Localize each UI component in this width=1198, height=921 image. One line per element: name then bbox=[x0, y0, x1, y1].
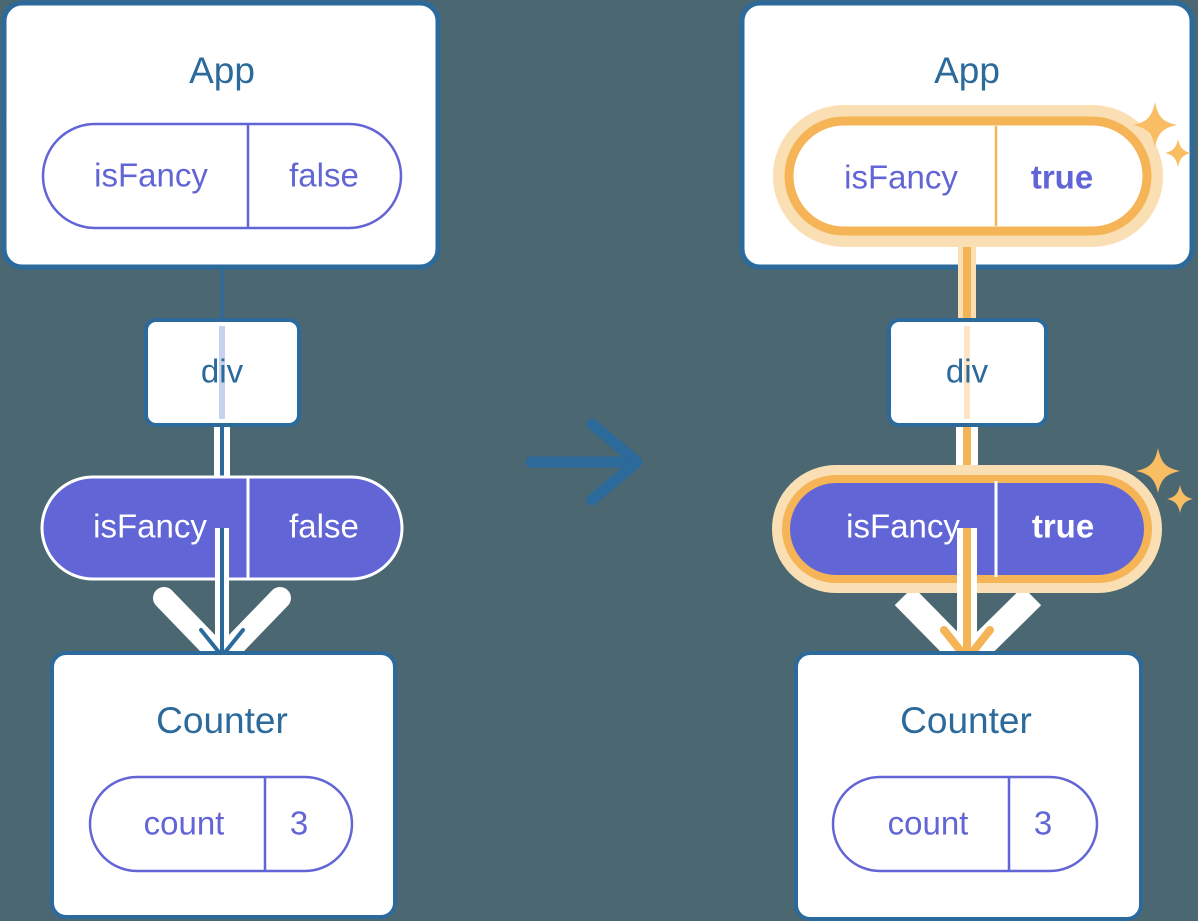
div-title-left: div bbox=[201, 353, 244, 390]
app-state-pill-glow-right bbox=[773, 105, 1163, 247]
counter-state-pill-key-right: count bbox=[888, 805, 969, 842]
counter-state-pill-key-left: count bbox=[144, 805, 225, 842]
app-title-left: App bbox=[189, 50, 255, 91]
sparkle-large-app-icon bbox=[1133, 102, 1177, 147]
app-state-pill-value-right: true bbox=[1031, 159, 1093, 196]
app-state-pill-ring-right bbox=[784, 116, 1152, 236]
arrow-right-icon bbox=[525, 418, 643, 506]
counter-state-pill-left bbox=[88, 775, 354, 873]
app-title-right: App bbox=[934, 50, 1000, 91]
counter-state-pill-value-right: 3 bbox=[1034, 805, 1052, 842]
div-title-right: div bbox=[946, 353, 989, 390]
app-state-pill-value-left: false bbox=[289, 157, 359, 194]
counter-state-pill-value-left: 3 bbox=[290, 805, 308, 842]
prop-pill-key-left: isFancy bbox=[93, 508, 207, 545]
prop-pill-key-right: isFancy bbox=[846, 508, 960, 545]
app-state-pill-left bbox=[41, 122, 403, 230]
sparkle-small-prop-icon bbox=[1167, 485, 1193, 513]
app-state-pill-key-left: isFancy bbox=[94, 157, 208, 194]
flow-arrow-halo-left bbox=[153, 587, 291, 669]
prop-pill-value-right: true bbox=[1032, 508, 1094, 545]
counter-title-right: Counter bbox=[900, 700, 1032, 741]
counter-title-left: Counter bbox=[156, 700, 288, 741]
sparkle-small-app-icon bbox=[1165, 139, 1191, 167]
sparkle-large-prop-icon bbox=[1136, 448, 1180, 493]
app-state-pill-key-right: isFancy bbox=[844, 159, 958, 196]
counter-state-pill-right bbox=[831, 775, 1099, 873]
prop-pill-value-left: false bbox=[289, 508, 359, 545]
